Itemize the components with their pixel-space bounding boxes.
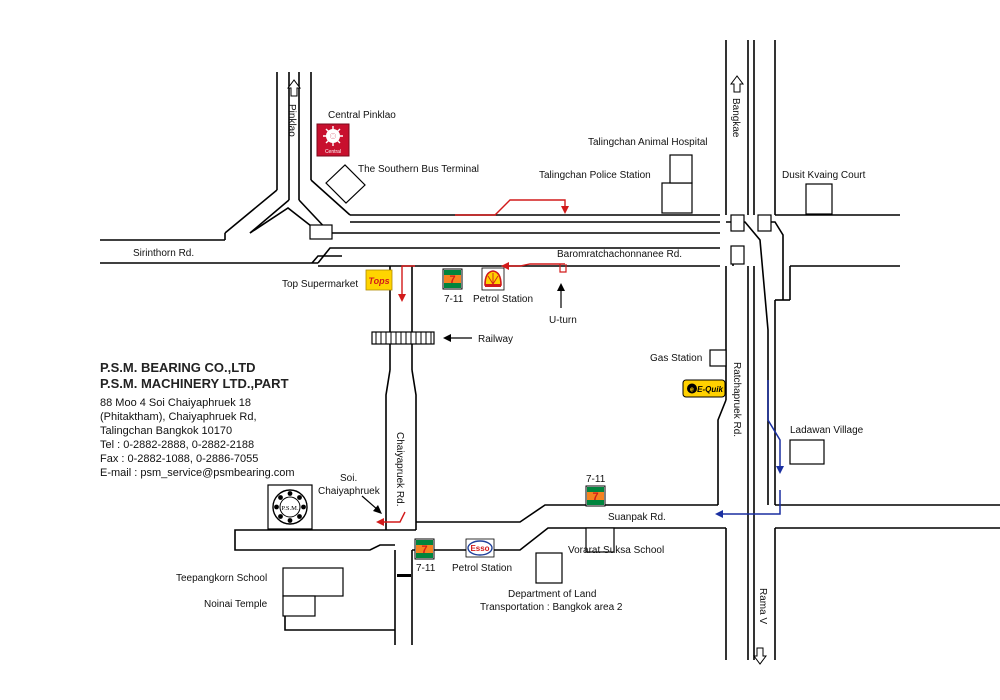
blue-route [720,380,781,515]
seven-eleven-3-label: 7-11 [416,563,436,574]
dept-land-building [535,552,563,584]
road-marker [397,574,411,577]
svg-text:P.S.M.: P.S.M. [281,505,299,512]
company-name-1: P.S.M. BEARING CO.,LTD [100,360,256,375]
dusit-court-label: Dusit Kvaing Court [782,170,866,181]
teepangkorn-school-building [282,567,344,617]
svg-text:7: 7 [421,544,427,556]
company-address-2: (Phitaktham), Chaiyaphruek Rd, [100,411,257,423]
southern-bus-terminal-building [325,164,366,204]
police-station-label: Talingchan Police Station [539,170,651,181]
median-block [309,224,333,240]
svg-text:e: e [690,387,694,394]
blue-arrowheads [715,466,784,518]
soi-arrow [361,495,382,514]
company-address-3: Talingchan Bangkok 10170 [100,425,232,437]
uturn-marker [559,264,567,273]
railway-track [371,331,435,345]
company-address-1: 88 Moo 4 Soi Chaiyaphruek 18 [100,397,251,409]
ladawan-village-building [789,439,825,465]
vorarat-school-label: Vorarat Suksa School [568,545,664,556]
ratchapruek-label: Ratchapruek Rd. [731,362,742,437]
pinklao-road [224,72,351,234]
seven-eleven-logo-3-icon: 7 [414,538,435,560]
dusit-court-building [805,183,833,215]
vorarat-school-building [585,527,615,553]
svg-text:7: 7 [449,274,455,286]
noinai-temple-label: Noinai Temple [204,599,268,610]
seven-eleven-1-label: 7-11 [444,294,464,305]
rama5-label: Rama V [757,588,768,624]
railway-label: Railway [478,334,513,345]
petrol-station-2-label: Petrol Station [452,563,512,574]
psm-logo-icon: P.S.M. [267,484,313,530]
petrol-station-1-label: Petrol Station [473,294,533,305]
svg-text:Tops: Tops [368,276,389,286]
animal-hospital-label: Talingchan Animal Hospital [588,137,708,148]
shell-logo-icon [481,267,505,291]
bangkae-label: Bangkae [730,98,741,138]
red-route [380,199,566,523]
pinklao-label: Pinklao [286,104,297,137]
top-supermarket-label: Top Supermarket [282,279,358,290]
svg-text:E-Quik: E-Quik [697,385,723,394]
chaiyapruek-label: Chaiyapruek Rd. [394,432,405,506]
seven-eleven-2-label: 7-11 [586,474,606,485]
svg-text:Central: Central [325,149,341,155]
red-arrowheads [376,206,569,526]
pinklao-arrow [287,79,301,97]
company-phone: Tel : 0-2882-2888, 0-2882-2188 [100,439,254,451]
dept-land-label-1: Department of Land [508,589,596,600]
dept-land-label-2: Transportation : Bangkok area 2 [480,602,623,613]
seven-eleven-logo-1-icon: 7 [442,268,463,290]
tops-logo-icon: Tops [365,269,393,291]
police-station-building [661,154,693,214]
gas-station-building [709,349,727,367]
svg-text:Esso: Esso [470,544,489,553]
equik-logo-icon: e E-Quik [682,379,726,398]
teepangkorn-school-label: Teepangkorn School [176,573,267,584]
company-name-2: P.S.M. MACHINERY LTD.,PART [100,376,289,391]
baromratchachonnanee-label: Baromratchachonnanee Rd. [557,249,682,260]
rama5-arrow [753,647,767,665]
suanpak-label: Suanpak Rd. [608,512,666,523]
bangkae-arrow [730,75,744,93]
uturn-arrow [557,283,565,308]
ladawan-village-label: Ladawan Village [790,425,864,436]
central-pinklao-label: Central Pinklao [328,110,396,121]
uturn-label: U-turn [549,315,577,326]
sirinthorn-label: Sirinthorn Rd. [133,248,194,259]
company-fax: Fax : 0-2882-1088, 0-2886-7055 [100,453,258,465]
svg-text:7: 7 [592,491,598,503]
lower-side-road [284,615,395,631]
southern-bus-terminal-label: The Southern Bus Terminal [358,164,479,175]
seven-eleven-logo-2-icon: 7 [585,485,606,507]
soi-label-1: Soi. [340,473,357,484]
chaiyapruek-road [385,266,417,645]
ratchapruek-road [717,40,791,660]
esso-logo-icon: Esso [465,538,495,558]
soi-label-2: Chaiyaphruek [318,486,381,497]
central-logo-icon: Central [316,123,350,157]
company-email: E-mail : psm_service@psmbearing.com [100,467,295,479]
railway-arrow [443,334,472,342]
gas-station-label: Gas Station [650,353,702,364]
